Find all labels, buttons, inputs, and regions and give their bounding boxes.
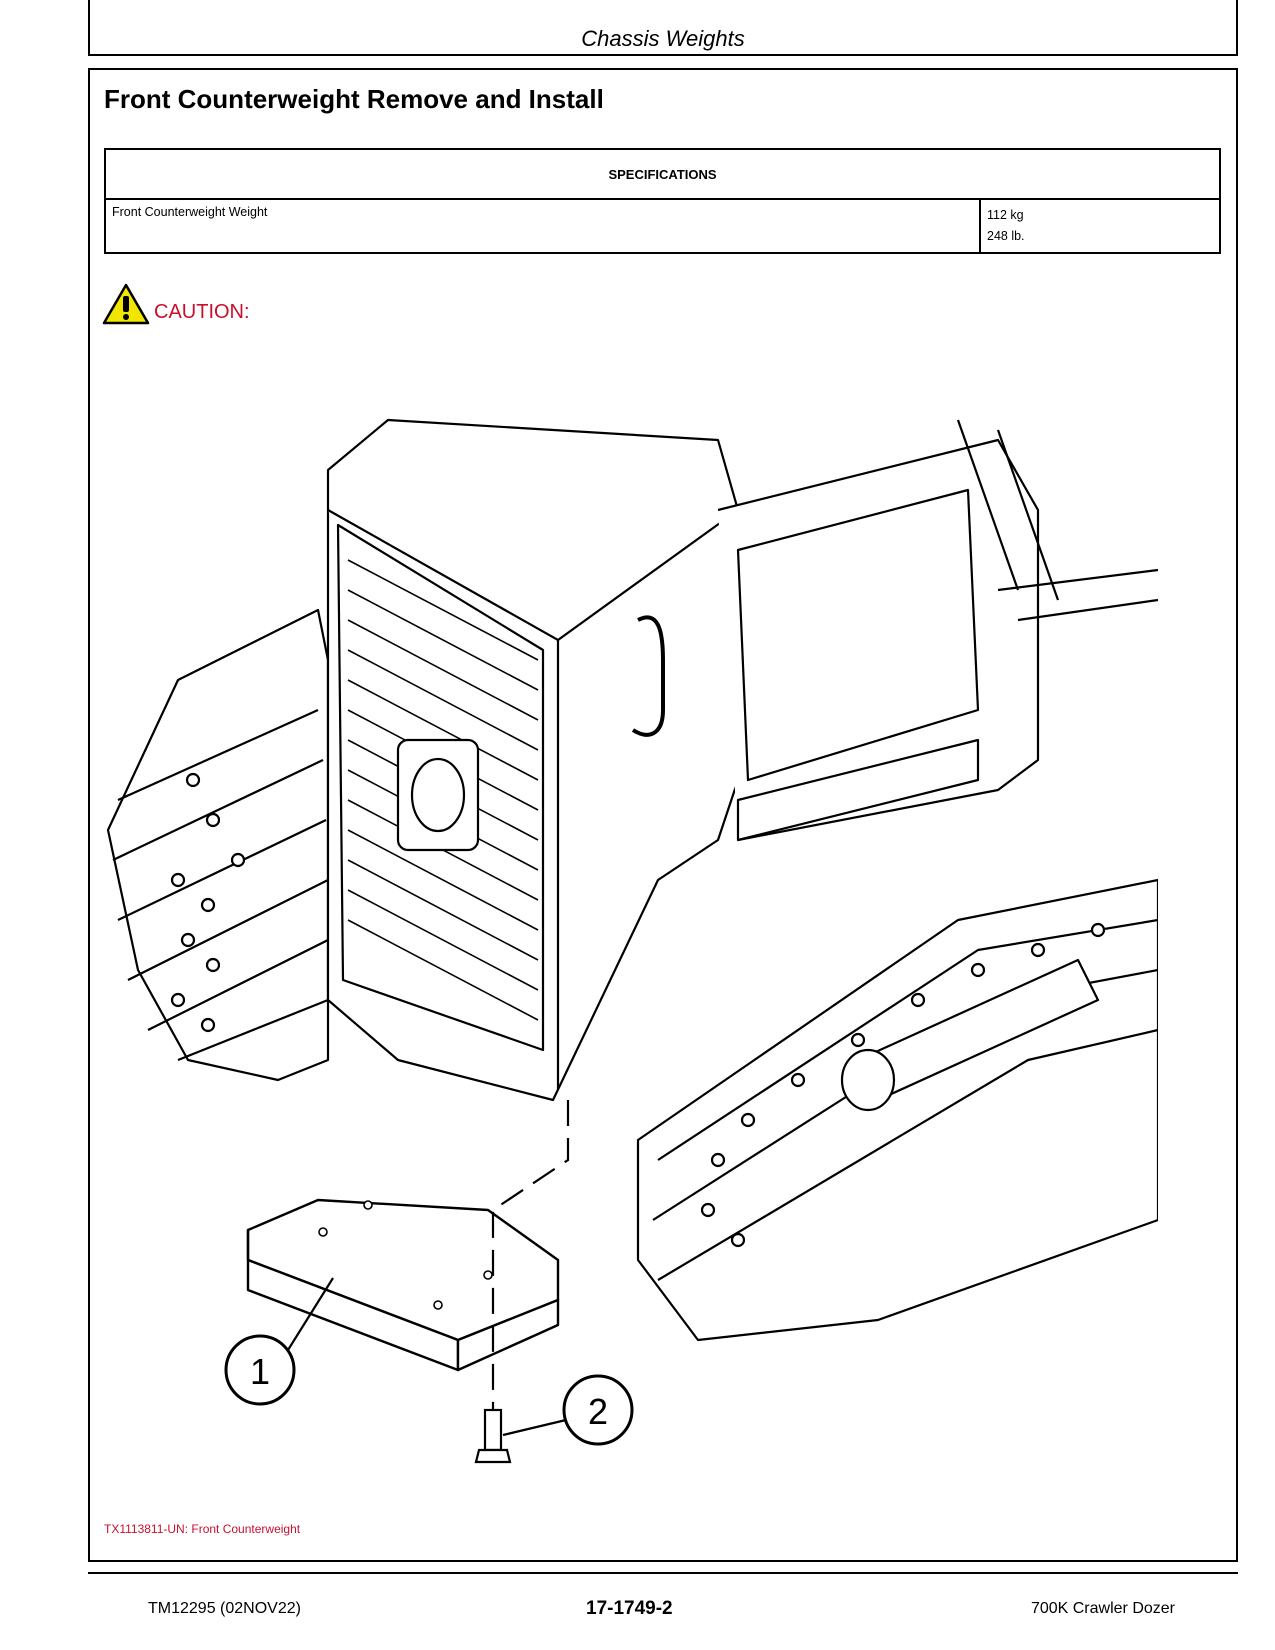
callout-2-label: 2	[588, 1391, 608, 1432]
spec-value: 112 kg 248 lb.	[979, 198, 1221, 254]
figure-caption: TX1113811-UN: Front Counterweight	[104, 1522, 301, 1536]
spec-value-metric: 112 kg	[987, 208, 1024, 222]
specifications-heading: SPECIFICATIONS	[104, 148, 1221, 200]
callout-1-label: 1	[250, 1351, 270, 1392]
section-title: Front Counterweight Remove and Install	[104, 84, 604, 114]
header-title: Chassis Weights	[581, 26, 745, 51]
specifications-table: SPECIFICATIONS Front Counterweight Weigh…	[104, 148, 1221, 254]
footer-manual-id: TM12295 (02NOV22)	[148, 1600, 301, 1617]
spec-label: Front Counterweight Weight	[104, 198, 981, 254]
warning-triangle-icon	[102, 283, 150, 325]
footer-page-number: 17-1749-2	[586, 1598, 673, 1619]
content-box: Front Counterweight Remove and Install S…	[88, 68, 1238, 1562]
footer-model: 700K Crawler Dozer	[1030, 1600, 1175, 1617]
crawler-dozer-illustration: 1 2	[106, 418, 1158, 1464]
page-header: Chassis Weights	[88, 0, 1238, 56]
caution-label: CAUTION:	[154, 301, 250, 323]
footer-rule	[88, 1572, 1238, 1574]
spec-value-imperial: 248 lb.	[987, 229, 1025, 243]
callout-1: 1	[224, 1334, 296, 1406]
callout-2: 2	[562, 1374, 634, 1446]
caution-notice: CAUTION:	[102, 282, 250, 326]
table-row: Front Counterweight Weight 112 kg 248 lb…	[104, 198, 1221, 254]
